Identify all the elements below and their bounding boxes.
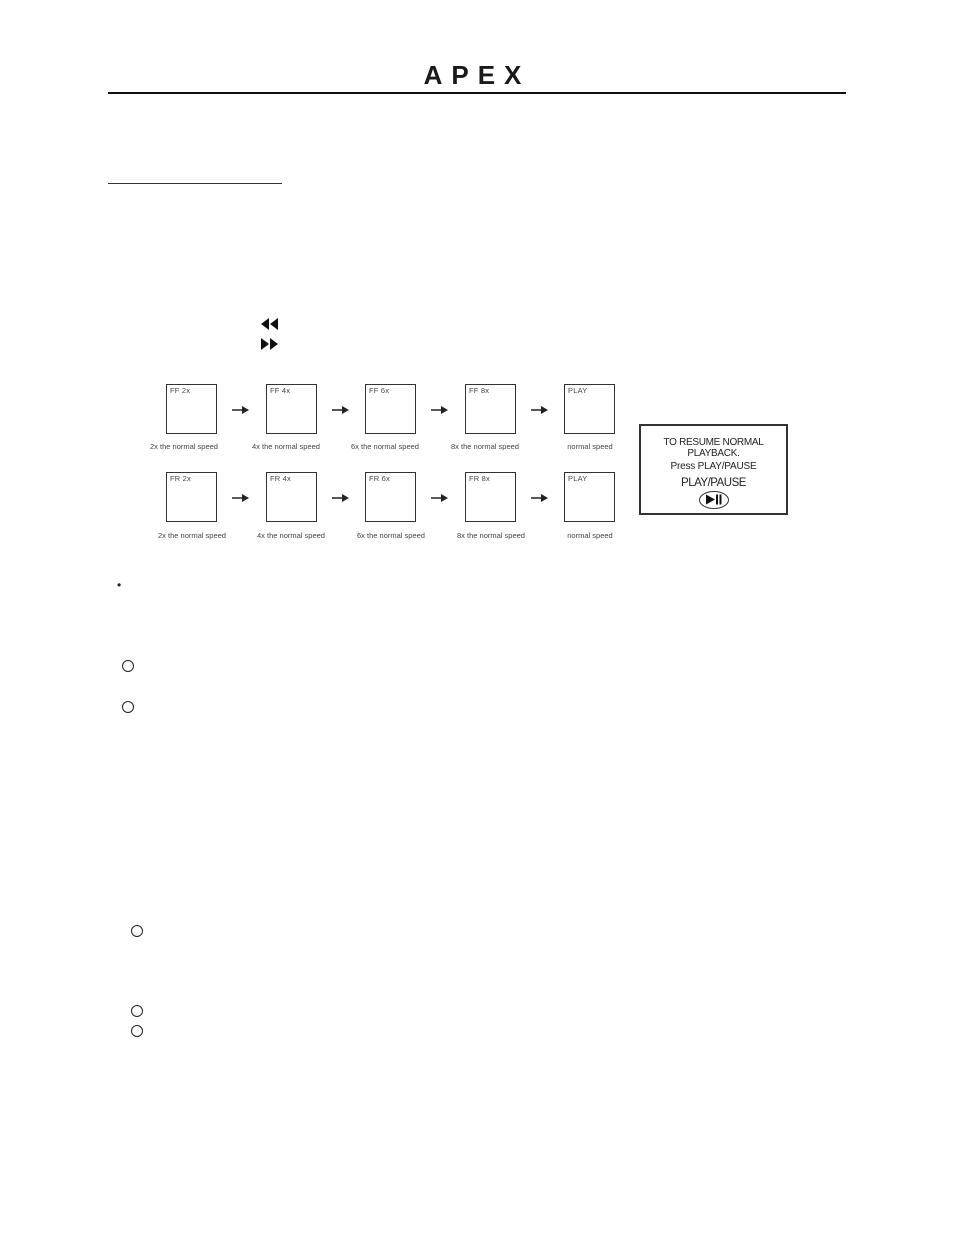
ff-screen-3: FF 6x — [365, 384, 416, 434]
play-pause-button-graphic — [698, 491, 729, 509]
fr-screen-2: FR 4x — [266, 472, 317, 522]
ff-caption-2: 4x the normal speed — [252, 442, 320, 451]
fr-caption-2: 4x the normal speed — [257, 531, 325, 540]
ff-caption-4: 8x the normal speed — [451, 442, 519, 451]
apex-logo: APEX — [423, 60, 531, 90]
ff-screen-5: PLAY — [564, 384, 615, 434]
screen-label: FF 2x — [170, 386, 191, 395]
fr-screen-4: FR 8x — [465, 472, 516, 522]
screen-label: FR 6x — [369, 474, 391, 483]
resume-press-text: Press PLAY/PAUSE — [670, 461, 757, 472]
screen-label: FR 2x — [170, 474, 192, 483]
ff-screen-4: FF 8x — [465, 384, 516, 434]
fr-screen-3: FR 6x — [365, 472, 416, 522]
ff-screen-2: FF 4x — [266, 384, 317, 434]
fr-caption-5: normal speed — [567, 531, 613, 540]
arrow-right-icon — [232, 494, 249, 502]
ff-caption-1: 2x the normal speed — [150, 442, 218, 451]
step-circle-3 — [131, 925, 143, 937]
arrow-right-icon — [232, 406, 249, 414]
play-pause-label: PLAY/PAUSE — [681, 477, 746, 489]
arrow-right-icon — [332, 494, 349, 502]
resume-instruction: TO RESUME NORMAL PLAYBACK. — [663, 437, 764, 459]
fr-caption-3: 6x the normal speed — [357, 531, 425, 540]
screen-label: FF 4x — [270, 386, 291, 395]
fr-caption-4: 8x the normal speed — [457, 531, 525, 540]
screen-label: FR 4x — [270, 474, 292, 483]
arrow-right-icon — [531, 494, 548, 502]
screen-label: FF 6x — [369, 386, 390, 395]
screen-label: PLAY — [568, 474, 588, 483]
fr-screen-1: FR 2x — [166, 472, 217, 522]
arrow-right-icon — [332, 406, 349, 414]
bullet-point: • — [117, 578, 122, 592]
ff-caption-5: normal speed — [567, 442, 613, 451]
fast-forward-icon — [261, 338, 278, 350]
play-pause-icon — [705, 494, 721, 505]
step-circle-1 — [122, 660, 134, 672]
fr-screen-5: PLAY — [564, 472, 615, 522]
step-circle-2 — [122, 701, 134, 713]
ff-caption-3: 6x the normal speed — [351, 442, 419, 451]
arrow-right-icon — [431, 406, 448, 414]
step-circle-5 — [131, 1025, 143, 1037]
ff-screen-1: FF 2x — [166, 384, 217, 434]
arrow-right-icon — [431, 494, 448, 502]
section-heading-underline — [108, 183, 282, 184]
resume-playback-box: TO RESUME NORMAL PLAYBACK. Press PLAY/PA… — [639, 424, 788, 515]
arrow-right-icon — [531, 406, 548, 414]
screen-label: PLAY — [568, 386, 588, 395]
step-circle-4 — [131, 1005, 143, 1017]
rewind-icon — [261, 318, 278, 330]
header-rule — [108, 92, 846, 94]
fr-caption-1: 2x the normal speed — [158, 531, 226, 540]
screen-label: FR 8x — [469, 474, 491, 483]
screen-label: FF 8x — [469, 386, 490, 395]
